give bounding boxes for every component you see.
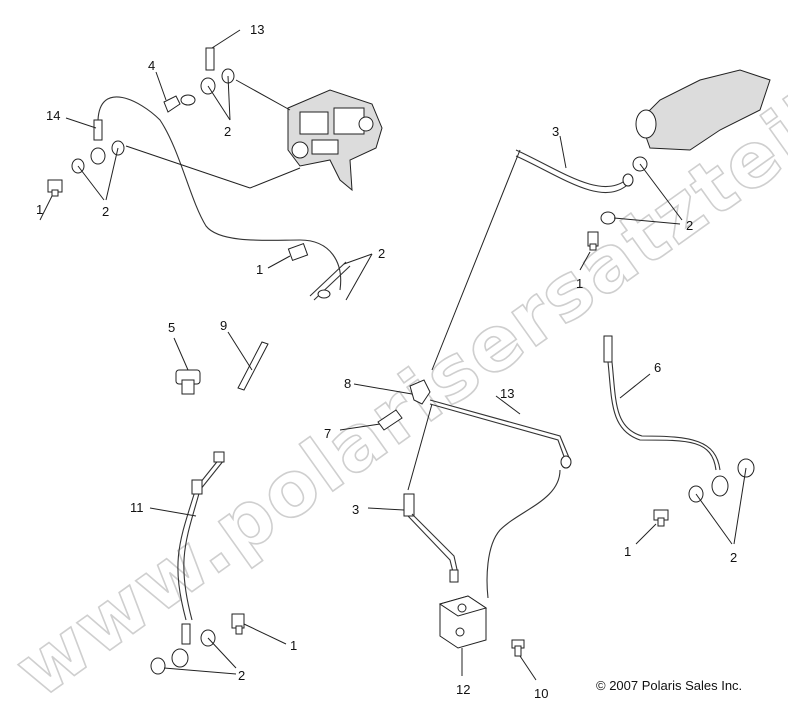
callout-13-mid: 13 [500,386,514,401]
bolt-1-bottom [231,613,245,635]
callout-2-center: 2 [378,246,385,261]
callout-1-right-top: 1 [576,276,583,291]
callout-6: 6 [654,360,661,375]
banjo-14 [71,119,125,174]
junction-block-12 [438,595,488,649]
hard-line-3-top [515,149,627,188]
callout-1-right: 1 [624,544,631,559]
copyright-notice: © 2007 Polaris Sales Inc. [596,678,742,693]
callout-8: 8 [344,376,351,391]
caliper-right-top [635,69,771,151]
callout-2-bottom: 2 [238,668,245,683]
callout-11: 11 [130,500,144,515]
bolt-1-center-top [287,242,309,262]
clip-5 [175,369,201,395]
bracket-8 [409,379,431,405]
callout-4: 4 [148,58,155,73]
banjo-hose-13-top [200,47,235,95]
callout-12: 12 [456,682,470,697]
brake-hose-6 [603,335,755,503]
brake-hose-11 [150,451,225,675]
callout-9: 9 [220,318,227,333]
bleeder-4 [163,94,196,113]
hard-line-13-mid [429,399,571,461]
callout-7: 7 [324,426,331,441]
washer-2-top-right-b [600,211,616,225]
callout-1-center: 1 [256,262,263,277]
callout-14: 14 [46,108,60,123]
callout-3-top: 3 [552,124,559,139]
bolt-1-right [653,509,669,527]
bolt-10 [511,639,525,657]
callout-2-left: 2 [102,204,109,219]
bolt-1-top-right [587,231,599,251]
callout-13-top: 13 [250,22,264,37]
callout-2-right-bottom: 2 [730,550,737,565]
bolt-1-topleft [47,179,63,197]
hydraulic-unit [287,89,383,192]
rivet-7 [377,409,403,431]
callout-1-topleft: 1 [36,202,43,217]
sleeve-9 [237,341,269,391]
callout-2-right: 2 [686,218,693,233]
hard-line-3-bottom [403,493,459,583]
callout-10: 10 [534,686,548,701]
callout-3-bottom: 3 [352,502,359,517]
callout-5: 5 [168,320,175,335]
callout-1-bottom: 1 [290,638,297,653]
hose-end [317,289,331,299]
brake-line-top [97,96,342,291]
callout-2-top: 2 [224,124,231,139]
